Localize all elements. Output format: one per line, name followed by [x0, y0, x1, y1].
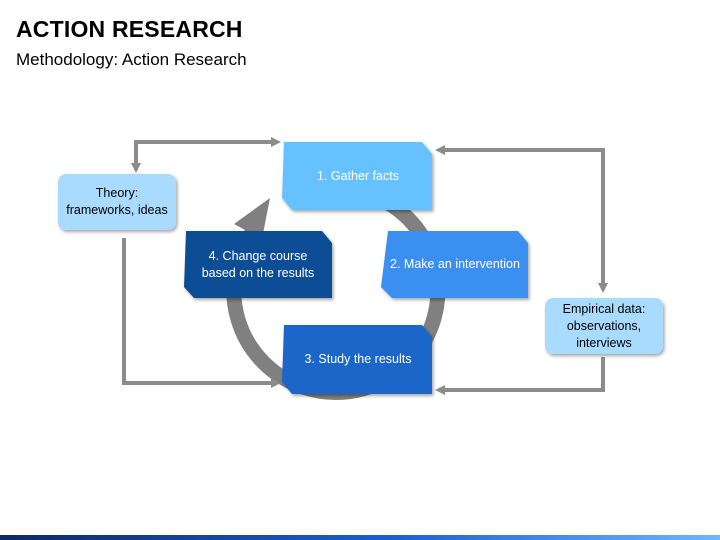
connector-empirical-study — [435, 357, 605, 395]
page-title: ACTION RESEARCH — [16, 16, 243, 42]
connector-theory-study — [122, 238, 281, 388]
empirical-label: Empirical data: observations, interviews — [562, 301, 646, 350]
theory-label: Theory: frameworks, ideas — [66, 186, 168, 217]
step-1-box — [282, 142, 432, 210]
theory-box — [58, 174, 176, 230]
footer-bar — [0, 535, 720, 540]
connectors — [122, 137, 608, 395]
page-subtitle: Methodology: Action Research — [16, 50, 247, 69]
step-2-box — [381, 231, 528, 298]
step-1-label: 1. Gather facts — [317, 168, 399, 183]
step-4-label: 4. Change course based on the results — [201, 248, 315, 280]
connector-theory-gather — [134, 137, 281, 170]
step-2-label: 2. Make an intervention — [390, 257, 520, 271]
step-3-box — [282, 325, 432, 394]
step-3-label: 3. Study the results — [304, 352, 412, 366]
step-4-box — [184, 231, 332, 298]
empirical-box — [545, 298, 663, 354]
